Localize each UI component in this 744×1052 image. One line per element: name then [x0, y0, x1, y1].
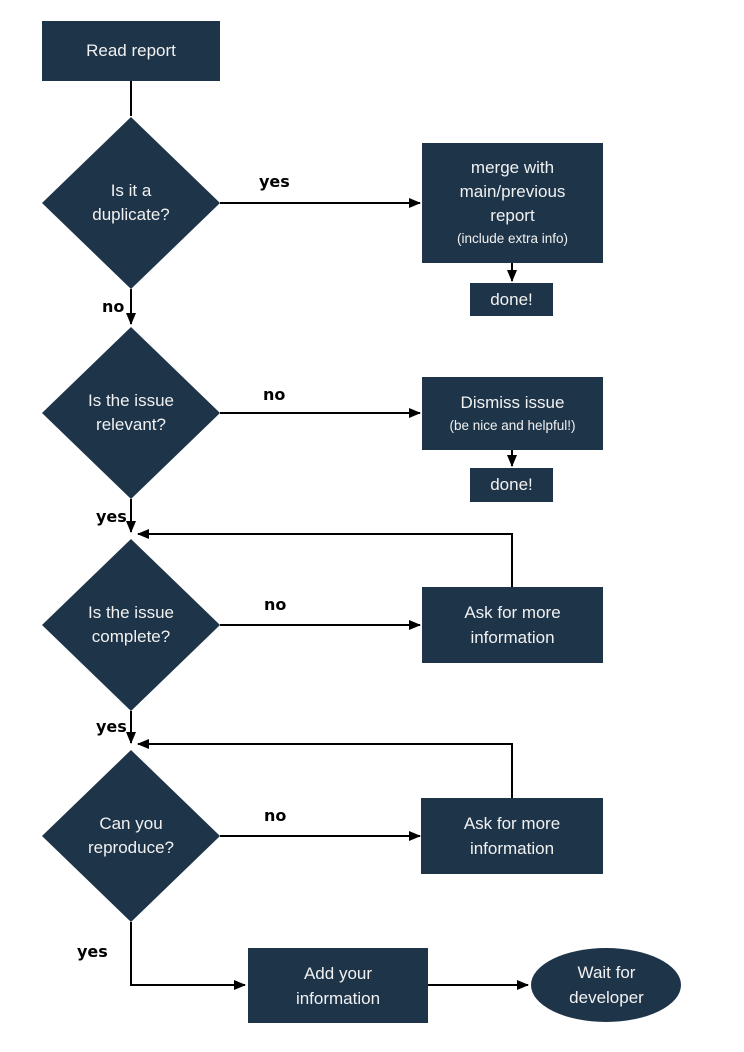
wait-developer-node-shape — [531, 948, 681, 1022]
merge-node-shape — [422, 143, 603, 263]
complete-decision-shape — [42, 539, 220, 711]
connector-ask2-loopback-reproduce — [137, 739, 513, 798]
relevant-decision-shape — [42, 327, 220, 499]
done-dismiss-node-shape — [470, 468, 553, 502]
reproduce-decision-shape — [42, 750, 220, 922]
add-info-node-shape — [248, 948, 428, 1023]
ask-more-2-node-shape — [421, 798, 603, 874]
connector-reproduce-yes-add — [130, 922, 246, 990]
connector-ask1-loopback-complete — [137, 529, 513, 587]
dismiss-node-shape — [422, 377, 603, 450]
done-merge-node-shape — [470, 283, 553, 316]
duplicate-decision-shape — [42, 117, 220, 289]
read-report-node-shape — [42, 21, 220, 81]
ask-more-1-node-shape — [422, 587, 603, 663]
